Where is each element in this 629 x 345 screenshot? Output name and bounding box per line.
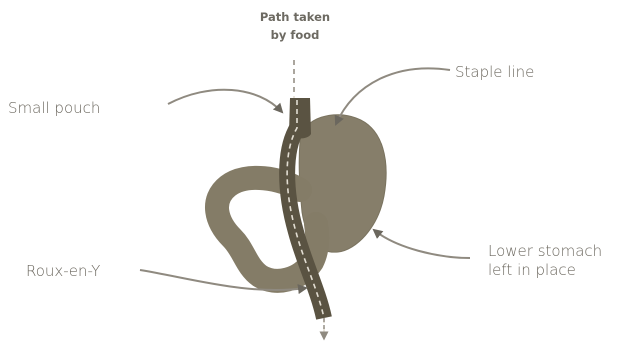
small-pouch-label: Small pouch [8,99,100,118]
lower-stomach-arrow [374,230,470,258]
roux-en-y-label: Roux-en-Y [26,262,100,281]
lower-stomach-label: Lower stomach left in place [488,242,602,280]
lower-stomach-line2: left in place [488,261,602,280]
staple-line-label: Staple line [455,63,534,82]
path-taken-line2: by food [240,26,350,44]
path-taken-label: Path taken by food [240,8,350,45]
small-pouch-arrow [168,90,282,112]
path-taken-line1: Path taken [240,8,350,26]
lower-stomach-line1: Lower stomach [488,242,602,261]
staple-line-arrow [336,68,450,124]
